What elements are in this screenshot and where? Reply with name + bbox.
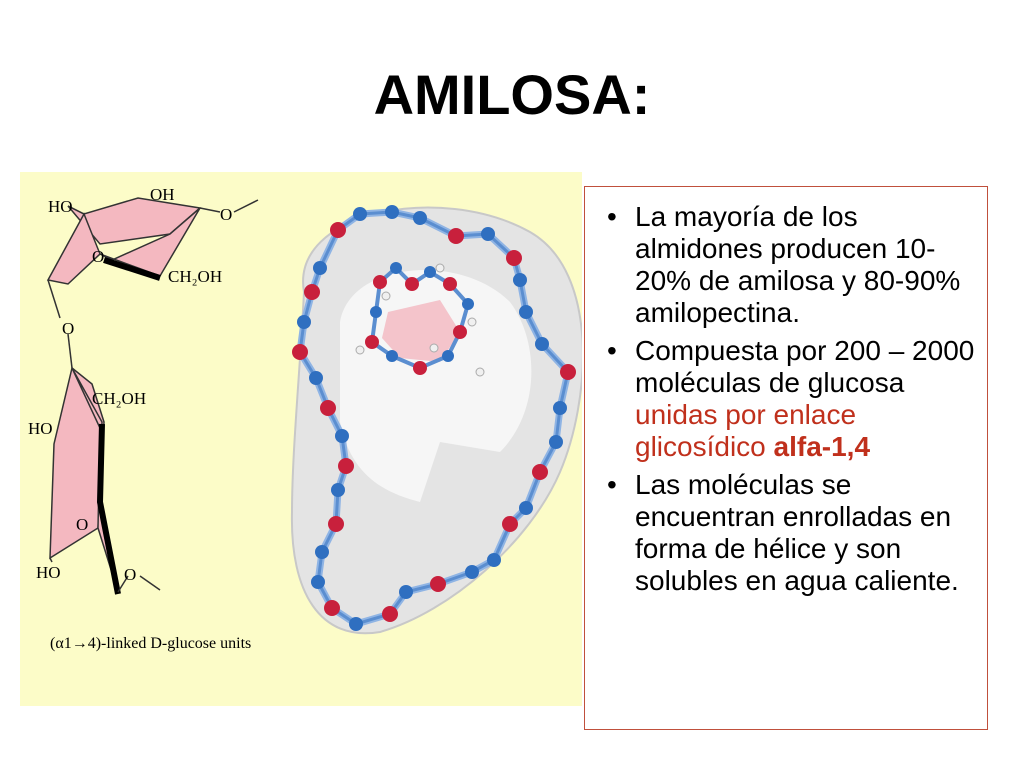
carbon-atom bbox=[370, 306, 382, 318]
carbon-atom bbox=[465, 565, 479, 579]
carbon-atom bbox=[309, 371, 323, 385]
bullet-text-2: Compuesta por 200 – 2000 moléculas de gl… bbox=[635, 335, 975, 398]
hydrogen-atom bbox=[467, 317, 477, 327]
label-oh-top: OH bbox=[150, 185, 175, 204]
carbon-atom bbox=[513, 273, 527, 287]
label-ho-top: HO bbox=[48, 197, 73, 216]
bullet-text-3: Las moléculas se encuentran enrolladas e… bbox=[635, 469, 959, 596]
bond bbox=[117, 575, 129, 593]
bullet-item-2: • Compuesta por 200 – 2000 moléculas de … bbox=[607, 335, 977, 463]
carbon-atom bbox=[424, 266, 436, 278]
oxygen-atom bbox=[443, 277, 457, 291]
amylose-illustration: HO OH O O CH₂OH O CH₂OH HO O HO O (α1→4)… bbox=[28, 185, 582, 652]
label-ho-middle: HO bbox=[28, 419, 53, 438]
label-o-right-bottom: O bbox=[124, 565, 136, 584]
hydrogen-atom bbox=[435, 263, 445, 273]
carbon-atom bbox=[390, 262, 402, 274]
oxygen-atom bbox=[330, 222, 346, 238]
bond bbox=[67, 205, 85, 215]
helix-glucose-ring bbox=[382, 300, 460, 362]
carbon-atom bbox=[386, 350, 398, 362]
hydrogen-atom bbox=[475, 367, 485, 377]
carbon-atom bbox=[313, 261, 327, 275]
carbon-atom bbox=[311, 575, 325, 589]
hydrogen-atom bbox=[381, 291, 391, 301]
slide-title: AMILOSA: bbox=[373, 63, 651, 126]
bullet-marker: • bbox=[607, 335, 617, 366]
label-o-link: O bbox=[62, 319, 74, 338]
bullet-item-3: • Las moléculas se encuentran enrolladas… bbox=[607, 469, 977, 597]
label-o-ring-top: O bbox=[92, 247, 104, 266]
glucose-chair-bottom bbox=[49, 366, 161, 595]
label-ch2oh-top: CH₂OH bbox=[168, 267, 222, 286]
bond bbox=[233, 199, 259, 213]
carbon-atom bbox=[442, 350, 454, 362]
label-ch2oh-bottom: CH₂OH bbox=[92, 389, 146, 408]
label-ho-bottom: HO bbox=[36, 563, 61, 582]
carbon-atom bbox=[462, 298, 474, 310]
oxygen-atom bbox=[338, 458, 354, 474]
hydrogen-atom bbox=[355, 345, 365, 355]
ring-bold-edge-top bbox=[103, 257, 161, 281]
carbon-atom bbox=[487, 553, 501, 567]
oxygen-atom bbox=[532, 464, 548, 480]
figure-caption: (α1→4)-linked D-glucose units bbox=[50, 635, 251, 652]
oxygen-atom bbox=[320, 400, 336, 416]
label-o-ring-bottom: O bbox=[76, 515, 88, 534]
carbon-atom bbox=[297, 315, 311, 329]
carbon-atom bbox=[535, 337, 549, 351]
carbon-atom bbox=[385, 205, 399, 219]
bond bbox=[49, 557, 53, 563]
oxygen-atom bbox=[365, 335, 379, 349]
bullet-marker: • bbox=[607, 469, 617, 500]
bond bbox=[139, 575, 161, 591]
oxygen-atom bbox=[304, 284, 320, 300]
oxygen-atom bbox=[430, 576, 446, 592]
bullet-list: • La mayoría de los almidones producen 1… bbox=[585, 187, 987, 597]
oxygen-atom bbox=[560, 364, 576, 380]
oxygen-atom bbox=[292, 344, 308, 360]
carbon-atom bbox=[519, 305, 533, 319]
oxygen-atoms bbox=[292, 222, 576, 622]
oxygen-atom bbox=[448, 228, 464, 244]
amylose-figure: HO OH O O CH₂OH O CH₂OH HO O HO O (α1→4)… bbox=[20, 172, 582, 706]
carbon-atom bbox=[331, 483, 345, 497]
oxygen-atom bbox=[405, 277, 419, 291]
bullet-item-1: • La mayoría de los almidones producen 1… bbox=[607, 201, 977, 329]
hydrogen-atoms bbox=[355, 263, 485, 377]
oxygen-atom bbox=[324, 600, 340, 616]
carbon-atoms bbox=[297, 205, 567, 631]
oxygen-atom bbox=[382, 606, 398, 622]
helix-model bbox=[290, 205, 582, 635]
ring-side-top-left bbox=[46, 212, 101, 285]
carbon-atom bbox=[481, 227, 495, 241]
glucose-chair-top bbox=[46, 197, 259, 369]
bond bbox=[199, 207, 221, 213]
bullet-text-2-highlight: unidas por enlace glicosídico bbox=[635, 399, 857, 462]
carbon-atom bbox=[413, 211, 427, 225]
bond bbox=[67, 333, 73, 369]
oxygen-atom bbox=[506, 250, 522, 266]
description-box: • La mayoría de los almidones producen 1… bbox=[584, 186, 988, 730]
bullet-text-2-highlight-bold: alfa-1,4 bbox=[773, 431, 871, 462]
carbon-atom bbox=[353, 207, 367, 221]
bullet-text-1: La mayoría de los almidones producen 10-… bbox=[635, 201, 961, 328]
carbon-atom bbox=[335, 429, 349, 443]
carbon-atom bbox=[549, 435, 563, 449]
carbon-atom bbox=[399, 585, 413, 599]
carbon-atom bbox=[519, 501, 533, 515]
carbon-atom bbox=[315, 545, 329, 559]
label-o-right-top: O bbox=[220, 205, 232, 224]
oxygen-atom bbox=[413, 361, 427, 375]
ring-bold-edge-bottom bbox=[96, 423, 121, 595]
bond bbox=[47, 279, 61, 319]
bullet-marker: • bbox=[607, 201, 617, 232]
hydrogen-atom bbox=[429, 343, 439, 353]
oxygen-atom bbox=[502, 516, 518, 532]
oxygen-atom bbox=[328, 516, 344, 532]
oxygen-atom bbox=[373, 275, 387, 289]
oxygen-atom bbox=[453, 325, 467, 339]
carbon-atom bbox=[349, 617, 363, 631]
carbon-atom bbox=[553, 401, 567, 415]
